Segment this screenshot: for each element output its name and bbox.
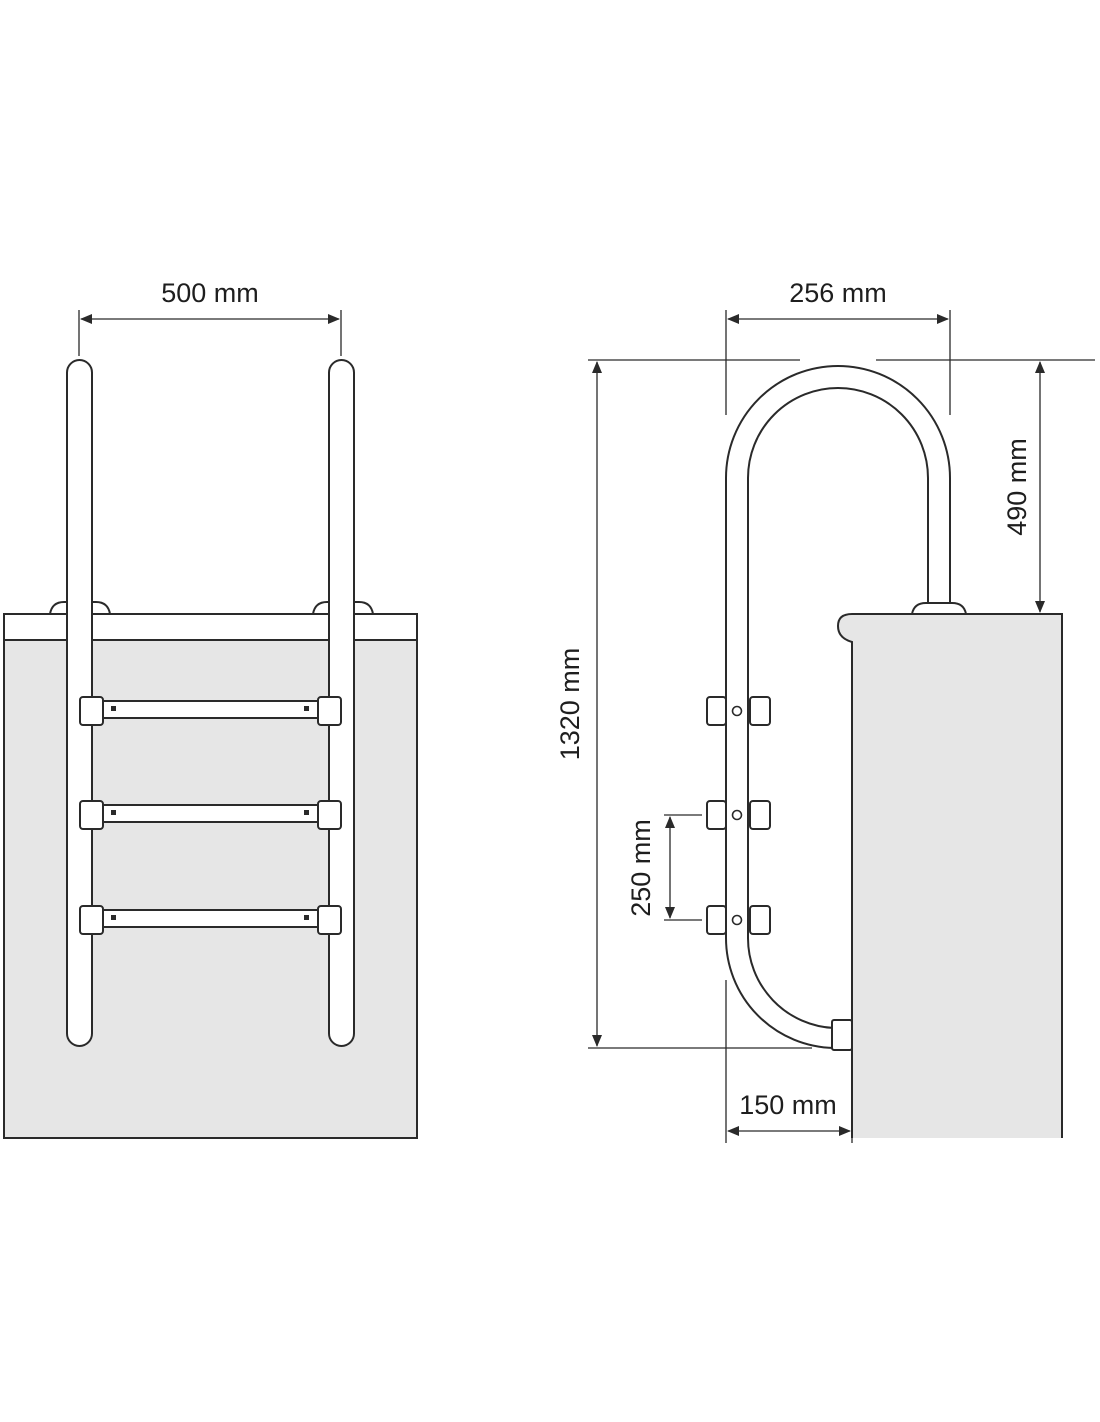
dimension-total-height-label: 1320 mm [555,648,585,761]
dimension-depth-label: 256 mm [789,278,887,308]
dimension-handrail-height-label: 490 mm [1002,438,1032,536]
dimension-handrail-height: 490 mm [1002,361,1045,613]
dimension-depth: 256 mm [725,278,951,415]
side-step-clamp [706,905,771,935]
front-view: 500 mm [3,278,418,1139]
side-deck-escutcheon [910,602,968,615]
dimension-width-label: 500 mm [161,278,259,308]
side-view: 256 mm 1320 mm 490 mm 250 mm 150 mm [555,278,1095,1143]
dimension-wall-offset-label: 150 mm [739,1090,837,1120]
side-wall-mount [831,1019,853,1051]
dimension-width: 500 mm [78,278,342,356]
front-step [79,696,342,726]
front-pool-wall [3,613,418,1139]
front-step [79,800,342,830]
dimension-total-height: 1320 mm [555,359,1095,1049]
front-step [79,905,342,935]
dimension-step-spacing: 250 mm [626,814,702,921]
front-pool-deck [3,613,418,641]
side-handrail [725,365,951,1050]
side-step-clamp [706,800,771,830]
dimension-step-spacing-label: 250 mm [626,819,656,917]
dimension-wall-offset: 150 mm [725,980,853,1143]
side-pool-wall [836,613,1063,1138]
side-step-clamp [706,696,771,726]
